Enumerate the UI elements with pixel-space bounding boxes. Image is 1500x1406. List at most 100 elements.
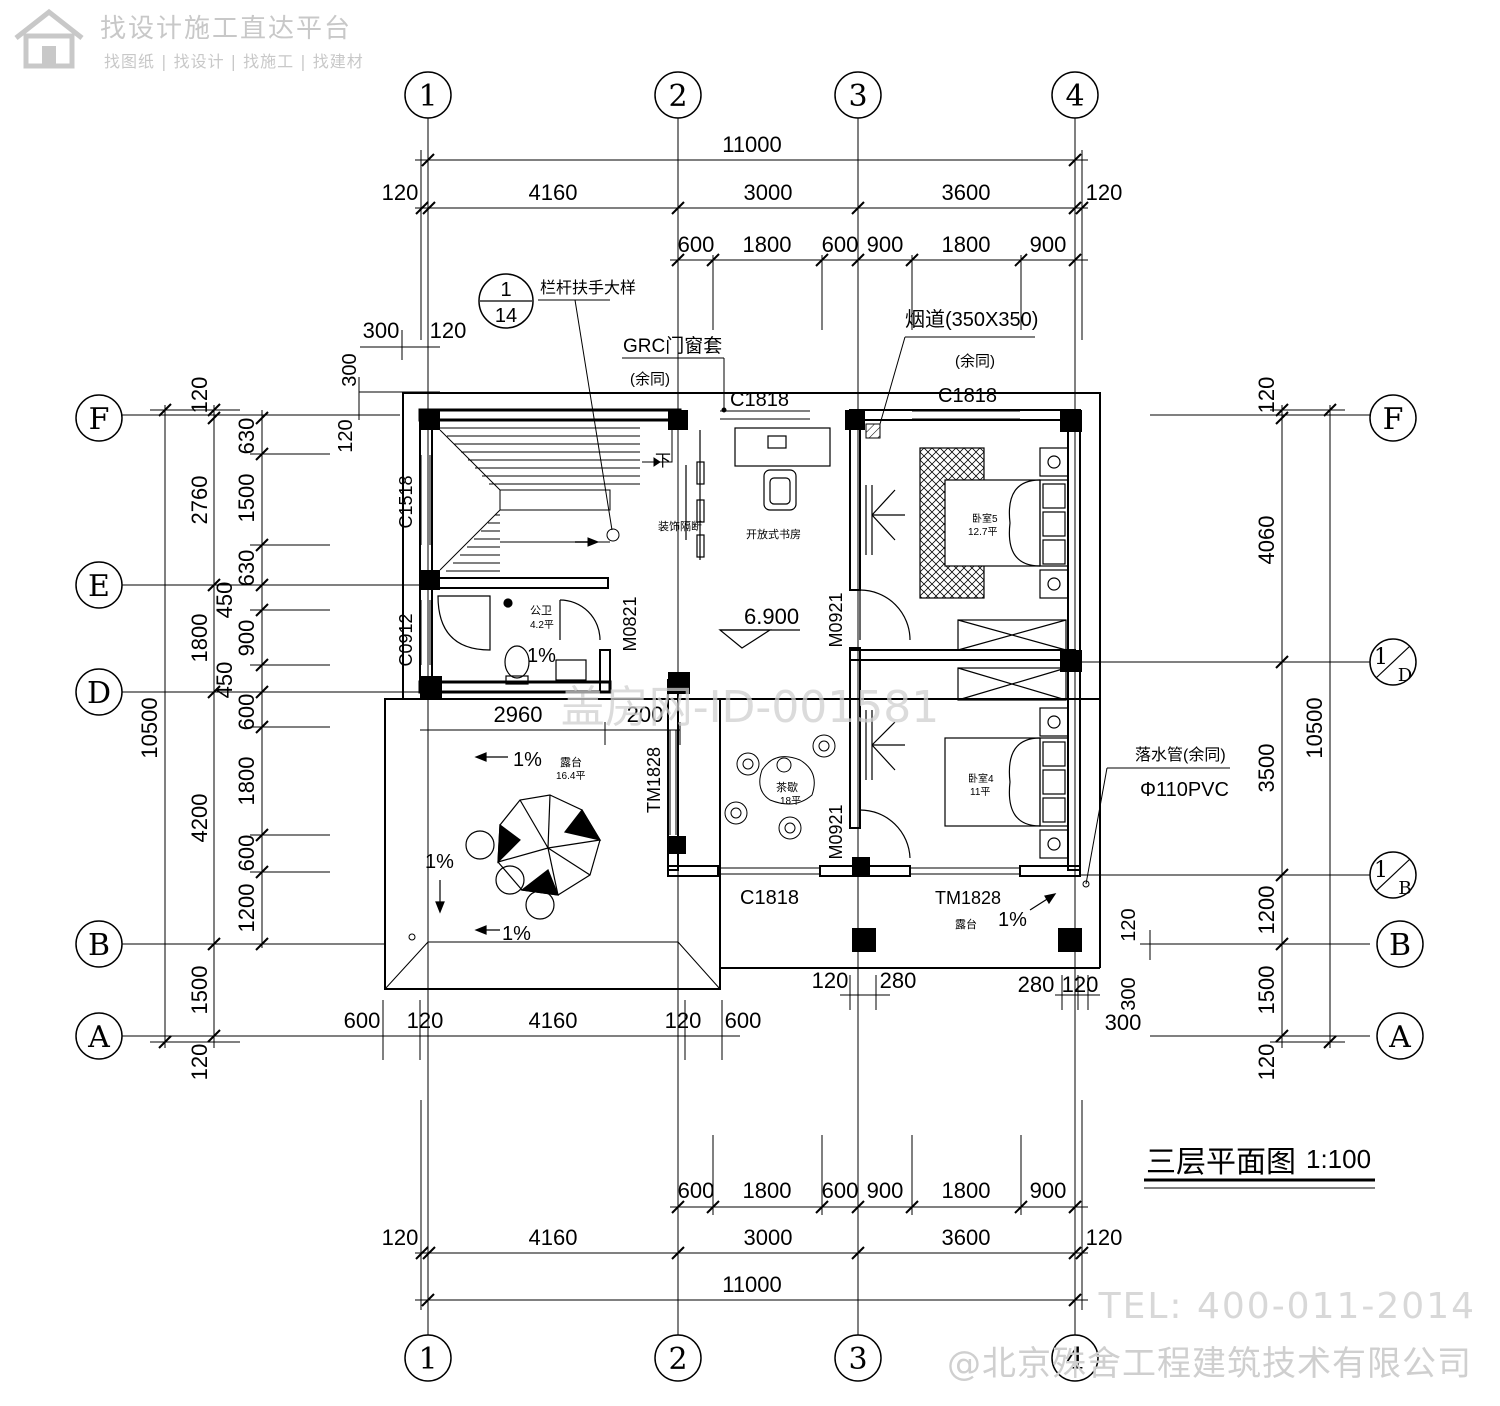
umbrella-table: [465, 794, 602, 920]
dim-bot-3600: 3600: [942, 1225, 991, 1250]
dim-bot-120-right: 120: [1086, 1225, 1123, 1250]
window-c1818-bottom: C1818: [740, 887, 799, 909]
dim-left-900: 900: [234, 620, 259, 657]
axis-label-A-left: A: [87, 1020, 110, 1055]
dim-row-300: 300: [1105, 1010, 1142, 1035]
terrace-slope-1: 1%: [513, 749, 542, 771]
dimension-text-top: 11000 120 4160 3000 3600 120 600 1800 60…: [363, 132, 1123, 343]
bedroom-4-label: 卧室4: [968, 772, 994, 785]
dim-total-width-bottom: 11000: [722, 1272, 782, 1297]
dim-bot-1800-b: 1800: [942, 1178, 991, 1203]
dimension-lines-right: [1140, 403, 1345, 1049]
axis-label-2-bottom: 2: [668, 1342, 687, 1377]
axis-label-1-bottom: 1: [418, 1342, 437, 1377]
window-c1818-top-right: C1818: [938, 385, 997, 407]
bedroom-4-area: 11平: [970, 787, 990, 798]
dim-right-300: 300: [1118, 977, 1140, 1010]
dim-r-120: 120: [812, 968, 849, 993]
dim-top-1800-a: 1800: [743, 232, 792, 257]
dim-200: 200: [627, 702, 664, 727]
dim-top-3600: 3600: [942, 180, 991, 205]
axis-label-1D-num: 1: [1374, 645, 1388, 670]
door-m0821: M0821: [620, 596, 640, 651]
axis-label-1-top: 1: [418, 79, 437, 114]
terrace-2-label: 露台: [955, 917, 977, 931]
dim-bot-3000: 3000: [744, 1225, 793, 1250]
axis-label-1B-num: 1: [1374, 858, 1388, 883]
dim-top-120-right: 120: [1086, 180, 1123, 205]
dimension-text-right: 120 4060 3500 1200 1500 120 10500 120 30…: [1118, 377, 1327, 1081]
tea-room-furniture: [724, 734, 836, 840]
mid-dimension: [420, 722, 681, 745]
house-logo-icon: [14, 8, 84, 69]
tea-room-label: 茶歇: [776, 781, 798, 794]
dimension-text-left: 10500 120 2760 1800 4200 1500 120 630 15…: [137, 377, 259, 1081]
drawing-title: 三层平面图: [1146, 1146, 1296, 1179]
dim-left-450-b: 450: [212, 662, 237, 699]
flue-label: 烟道(350X350): [905, 308, 1038, 331]
axis-label-3-top: 3: [848, 79, 867, 114]
building-walls: [384, 392, 1101, 990]
axis-grid-lines: [122, 118, 1370, 1335]
dim-right-1500: 1500: [1254, 966, 1279, 1015]
dim-right-1200: 1200: [1254, 886, 1279, 935]
dim-row-120-b: 120: [665, 1008, 702, 1033]
dim-left-120-top: 120: [187, 377, 212, 414]
dim-left-630-b: 630: [234, 550, 259, 587]
dim-row-4160: 4160: [529, 1008, 578, 1033]
dim-left-1800-b: 1800: [234, 757, 259, 806]
terrace-slope-2: 1%: [425, 851, 454, 873]
dim-bot-120-left: 120: [382, 1225, 419, 1250]
dim-row-600-b: 600: [725, 1008, 762, 1033]
drain-pipe-label: 落水管(余同): [1135, 745, 1226, 764]
dim-left-1800: 1800: [187, 614, 212, 663]
axis-bubbles-left: F E D B A: [75, 394, 123, 1060]
dim-left-120-bottom: 120: [187, 1044, 212, 1081]
terrace-slope-3: 1%: [502, 923, 531, 945]
axis-bubbles-right: F 1 D 1 B B A: [1369, 394, 1424, 1060]
dim-bot-1800-a: 1800: [743, 1178, 792, 1203]
dim-2960: 2960: [494, 702, 543, 727]
detail-callout: 1 14: [478, 273, 534, 329]
dim-r-280: 280: [880, 968, 917, 993]
dim-right-3500: 3500: [1254, 744, 1279, 793]
dimension-lines-row-a: [345, 975, 1100, 1060]
dim-left-2760: 2760: [187, 476, 212, 525]
slope-arrows: [435, 629, 1057, 935]
grc-label: GRC门窗套: [623, 335, 722, 357]
axis-label-E-left: E: [88, 569, 110, 604]
axis-label-A-right: A: [1388, 1020, 1411, 1055]
dim-120-vertical: 120: [335, 419, 357, 452]
dim-300-small: 300: [363, 318, 400, 343]
dimension-text-bottom: 600 1800 600 900 1800 900 120 4160 3000 …: [382, 1178, 1123, 1297]
axis-label-3-bottom: 3: [848, 1342, 867, 1377]
axis-label-1D-sub: D: [1398, 665, 1412, 686]
door-tm1828-bottom: TM1828: [935, 888, 1001, 908]
flue-sub-label: (余同): [955, 352, 995, 370]
window-c0912: C0912: [396, 613, 416, 666]
dim-left-600-b: 600: [234, 835, 259, 872]
axis-label-F-left: F: [89, 402, 110, 437]
study-room-label: 开放式书房: [746, 527, 801, 541]
watermark-subtitle: 找图纸 | 找设计 | 找施工 | 找建材: [104, 52, 364, 71]
terrace-area: 16.4平: [556, 771, 585, 782]
annotation-text: 栏杆扶手大样 GRC门窗套 (余同) 烟道(350X350) (余同) C181…: [396, 279, 1229, 945]
dim-top-600-a: 600: [678, 232, 715, 257]
axis-label-4-top: 4: [1065, 79, 1084, 114]
center-watermark: 盖房网-ID-001581: [561, 682, 940, 733]
dim-total-width-top: 11000: [722, 132, 782, 157]
dim-top-900-a: 900: [867, 232, 904, 257]
dim-row-120-a: 120: [407, 1008, 444, 1033]
detail-number: 1: [500, 279, 511, 301]
dim-left-1200: 1200: [234, 884, 259, 933]
axis-label-2-top: 2: [668, 79, 687, 114]
watermark-company: @北京殊舍工程建筑技术有限公司: [947, 1344, 1472, 1384]
dim-top-1800-b: 1800: [942, 232, 991, 257]
dim-bot-900-b: 900: [1030, 1178, 1067, 1203]
axis-bubbles-bottom: 1 2 3 4: [404, 1334, 1099, 1382]
drawing-title-block: 三层平面图 1:100: [1144, 1144, 1375, 1189]
wc-area-label: 4.2平: [530, 620, 554, 631]
leader-lines: [538, 299, 1230, 885]
dim-left-630-a: 630: [234, 418, 259, 455]
